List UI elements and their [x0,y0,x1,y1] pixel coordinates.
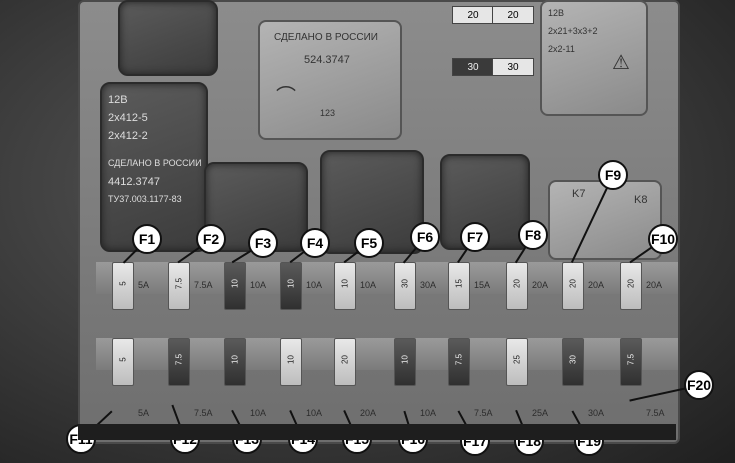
relay-label: 12В [548,8,565,18]
fuse-amp-label: 7.5 [454,353,464,366]
fuse-amp-label: 7.5 [626,353,636,366]
callout-f6: F6 [410,222,440,252]
fuse-amp-label: 25 [512,355,522,364]
callout-f8: F8 [518,220,548,250]
callout-f3: F3 [248,228,278,258]
fuse-amp-label: 10 [230,355,240,364]
fuse-amp-label: 30 [400,279,410,288]
fuse-top-2: 7.5 [168,262,190,310]
fuse-top-6: 30 [394,262,416,310]
fuse-rating-label: 10A [306,408,323,418]
fuse-top-3: 10 [224,262,246,310]
wiper-icon: ⌒ [276,86,296,108]
fuse-bottom-2: 7.5 [168,338,190,386]
relay-top-left [118,0,218,76]
relay-left-tall: 12В 2х412-5 2х412-2 СДЕЛАНО В РОССИИ 441… [100,82,208,252]
callout-f7: F7 [460,222,490,252]
fuse-amp-label: 10 [400,355,410,364]
callout-f4: F4 [300,228,330,258]
fuse-amp-label: 10 [340,279,350,288]
relay-label: 4412.3747 [108,176,160,188]
fuse-rating-label: 7.5A [474,408,493,418]
fuse-rating-label: 7.5A [194,280,213,290]
fuse-bottom-8: 25 [506,338,528,386]
relay-label: 2х412-5 [108,112,148,124]
relay-center-top: СДЕЛАНО В РОССИИ 524.3747 123 ⌒ [258,20,402,140]
fuse-bottom-9: 30 [562,338,584,386]
fuse-bottom-1: 5 [112,338,134,386]
fuse-bottom-10: 7.5 [620,338,642,386]
relay-label: 2х21+3х3+2 [548,26,598,36]
fuse-amp-label: 30 [568,355,578,364]
fuse-rating-label: 5A [138,280,150,290]
fuse-bottom-5: 20 [334,338,356,386]
fuse-rating-label: 15A [474,280,491,290]
fuse-amp-label: 20 [512,279,522,288]
relay-label: 524.3747 [304,54,350,66]
fuse-amp-label: 20 [340,355,350,364]
relay-label: СДЕЛАНО В РОССИИ [108,158,202,168]
callout-f9: F9 [598,160,628,190]
callout-f2: F2 [196,224,226,254]
fuse-amp-label: 10 [286,355,296,364]
fuse-top-1: 5 [112,262,134,310]
callout-f1: F1 [132,224,162,254]
fuse-amp-label: 7.5 [174,277,184,290]
fuse-rating-label: 30A [588,408,605,418]
warning-triangle-icon: ⚠ [612,52,630,74]
small-fuse-30: 30 [452,58,494,76]
fuse-rating-label: 20A [532,280,549,290]
relay-k-label: K7 [572,188,586,200]
fuse-top-10: 20 [620,262,642,310]
relay-label: ТУ37.003.1177-83 [108,194,182,204]
fuse-amp-label: 10 [230,279,240,288]
fuse-top-8: 20 [506,262,528,310]
fuse-top-9: 20 [562,262,584,310]
fuse-rating-label: 10A [420,408,437,418]
housing-bottom-edge [78,424,676,440]
fuse-rating-label: 25A [532,408,549,418]
callout-f20: F20 [684,370,714,400]
fuse-rating-label: 10A [360,280,377,290]
relay-label: 2х412-2 [108,130,148,142]
callout-f5: F5 [354,228,384,258]
fuse-rating-label: 10A [250,280,267,290]
fuse-amp-label: 10 [286,279,296,288]
fuse-rating-label: 30A [420,280,437,290]
fuse-bottom-6: 10 [394,338,416,386]
small-fuse-20: 20 [452,6,494,24]
fuse-rating-label: 7.5A [646,408,665,418]
fuse-rating-label: 20A [360,408,377,418]
relay-k-label: K8 [634,194,648,206]
relay-label: 2х2-11 [548,44,575,54]
relay-label: 12В [108,94,128,106]
fuse-rating-label: 10A [306,280,323,290]
fuse-bottom-4: 10 [280,338,302,386]
fuse-bottom-7: 7.5 [448,338,470,386]
fuse-rating-label: 10A [250,408,267,418]
fuse-rating-label: 20A [588,280,605,290]
fuse-top-7: 15 [448,262,470,310]
fuse-top-5: 10 [334,262,356,310]
relay-label: СДЕЛАНО В РОССИИ [274,32,378,43]
fuse-amp-label: 7.5 [174,353,184,366]
fuse-amp-label: 20 [626,279,636,288]
fuse-rating-label: 5A [138,408,150,418]
relay-label: 123 [320,108,336,118]
fuse-rating-label: 7.5A [194,408,213,418]
fuse-amp-label: 5 [118,357,128,362]
fuse-rating-label: 20A [646,280,663,290]
fuse-top-4: 10 [280,262,302,310]
fuse-amp-label: 20 [568,279,578,288]
fuse-amp-label: 15 [454,279,464,288]
small-fuse-20b: 20 [492,6,534,24]
fuse-amp-label: 5 [118,281,128,286]
relay-right-top: 12В 2х21+3х3+2 2х2-11 ⚠ [540,0,648,116]
fuse-bottom-3: 10 [224,338,246,386]
small-fuse-30b: 30 [492,58,534,76]
callout-f10: F10 [648,224,678,254]
